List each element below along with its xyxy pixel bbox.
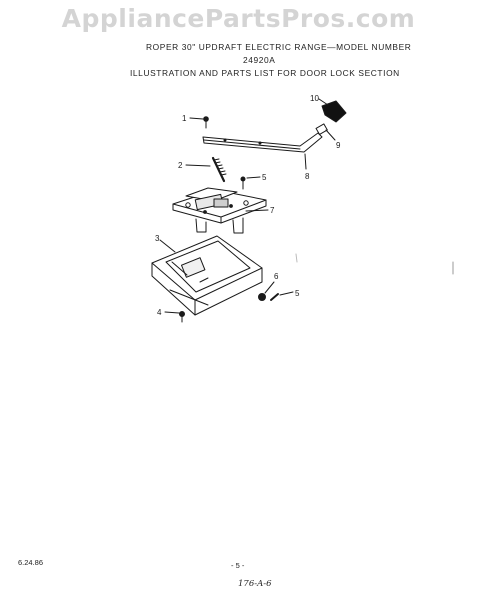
handwritten-reference: 176-A-6 <box>238 579 272 589</box>
callout-6: 6 <box>274 272 279 281</box>
callout-5-upper: 5 <box>262 173 267 182</box>
print-date: 6.24.86 <box>18 558 44 567</box>
page-number: - 5 - <box>231 561 245 570</box>
part-lever-8 <box>202 132 323 170</box>
callout-3: 3 <box>155 234 160 243</box>
header-model-number: 24920A <box>243 55 276 65</box>
callout-10: 10 <box>310 94 319 103</box>
site-watermark: AppliancePartsPros.com <box>61 4 416 33</box>
callout-8: 8 <box>305 172 310 181</box>
callout-5-lower: 5 <box>295 289 300 298</box>
part-adapter-9 <box>315 123 336 141</box>
callout-7: 7 <box>270 206 275 215</box>
callout-9: 9 <box>336 141 341 150</box>
part-screw-5-upper <box>240 176 261 190</box>
callout-1: 1 <box>182 114 187 123</box>
part-screw-5-lower <box>270 291 294 301</box>
part-bolt-4 <box>164 311 185 323</box>
callout-4: 4 <box>157 308 162 317</box>
part-nut-6 <box>258 281 275 301</box>
callout-2: 2 <box>178 161 183 170</box>
header-model-line: ROPER 30" UPDRAFT ELECTRIC RANGE—MODEL N… <box>146 42 412 52</box>
part-screw-1 <box>189 116 209 129</box>
part-base-pan-3 <box>151 235 263 316</box>
part-spring-2 <box>185 156 227 183</box>
header-section-title: ILLUSTRATION AND PARTS LIST FOR DOOR LOC… <box>130 68 400 78</box>
part-lock-assembly-7 <box>172 187 269 234</box>
part-knob-10 <box>318 98 347 123</box>
